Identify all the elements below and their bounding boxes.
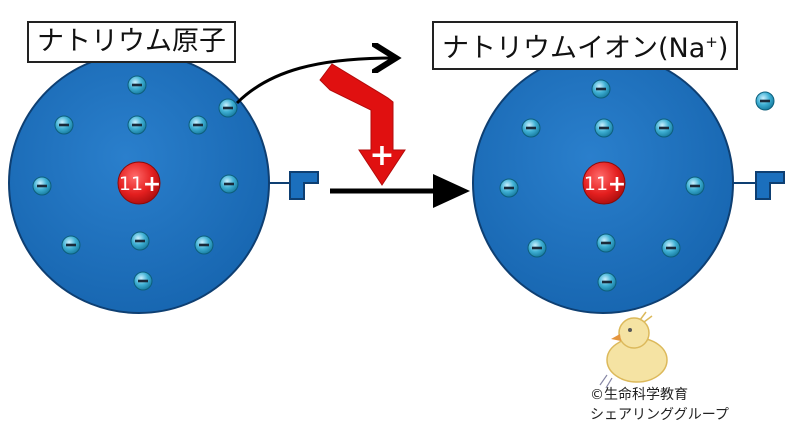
electron-ejection-arrow	[235, 58, 393, 105]
electron	[527, 238, 547, 258]
energy-input-arrow: +	[319, 63, 406, 186]
energy-plus-symbol: +	[369, 138, 394, 173]
electron	[521, 118, 541, 138]
reaction-arrow	[330, 174, 470, 208]
electron	[596, 233, 616, 253]
ion-title-text: ナトリウムイオン(Na	[442, 33, 706, 64]
electron	[32, 176, 52, 196]
electron	[130, 231, 150, 251]
electron-group	[32, 75, 239, 291]
atom-title-text: ナトリウム原子	[37, 26, 226, 57]
electron	[127, 115, 147, 135]
electron	[654, 118, 674, 138]
electron	[194, 235, 214, 255]
electron	[133, 271, 153, 291]
electron	[218, 98, 238, 118]
electron	[61, 235, 81, 255]
sodium-atom: 11 +	[8, 52, 319, 314]
outline-icon	[289, 171, 319, 200]
electron	[755, 91, 775, 111]
ion-charge-superscript: +	[705, 33, 718, 51]
electron	[594, 118, 614, 138]
nucleus: 11 +	[117, 161, 161, 205]
nucleus-charge: 11	[119, 173, 143, 195]
electron	[591, 79, 611, 99]
atom-title: ナトリウム原子	[27, 21, 236, 63]
electron	[127, 75, 147, 95]
proton-symbol: +	[608, 172, 626, 197]
ion-title: ナトリウムイオン(Na+)	[432, 21, 739, 70]
electron	[499, 178, 519, 198]
electron	[54, 115, 74, 135]
credit-line-2: シェアリンググループ	[590, 407, 729, 423]
electron-group	[499, 79, 705, 292]
electron	[219, 174, 239, 194]
sodium-ion: 11 +	[472, 52, 785, 314]
electron	[597, 272, 617, 292]
electron	[685, 176, 705, 196]
released-electron	[755, 91, 775, 111]
nucleus: 11 +	[582, 161, 626, 205]
chick-illustration	[599, 311, 668, 389]
outline-icon	[755, 171, 785, 200]
electron	[188, 115, 208, 135]
proton-symbol: +	[143, 172, 161, 197]
ion-title-close: )	[717, 33, 729, 64]
electron	[661, 238, 681, 258]
credit-line-1: ©生命科学教育	[590, 387, 688, 403]
nucleus-charge: 11	[584, 173, 608, 195]
